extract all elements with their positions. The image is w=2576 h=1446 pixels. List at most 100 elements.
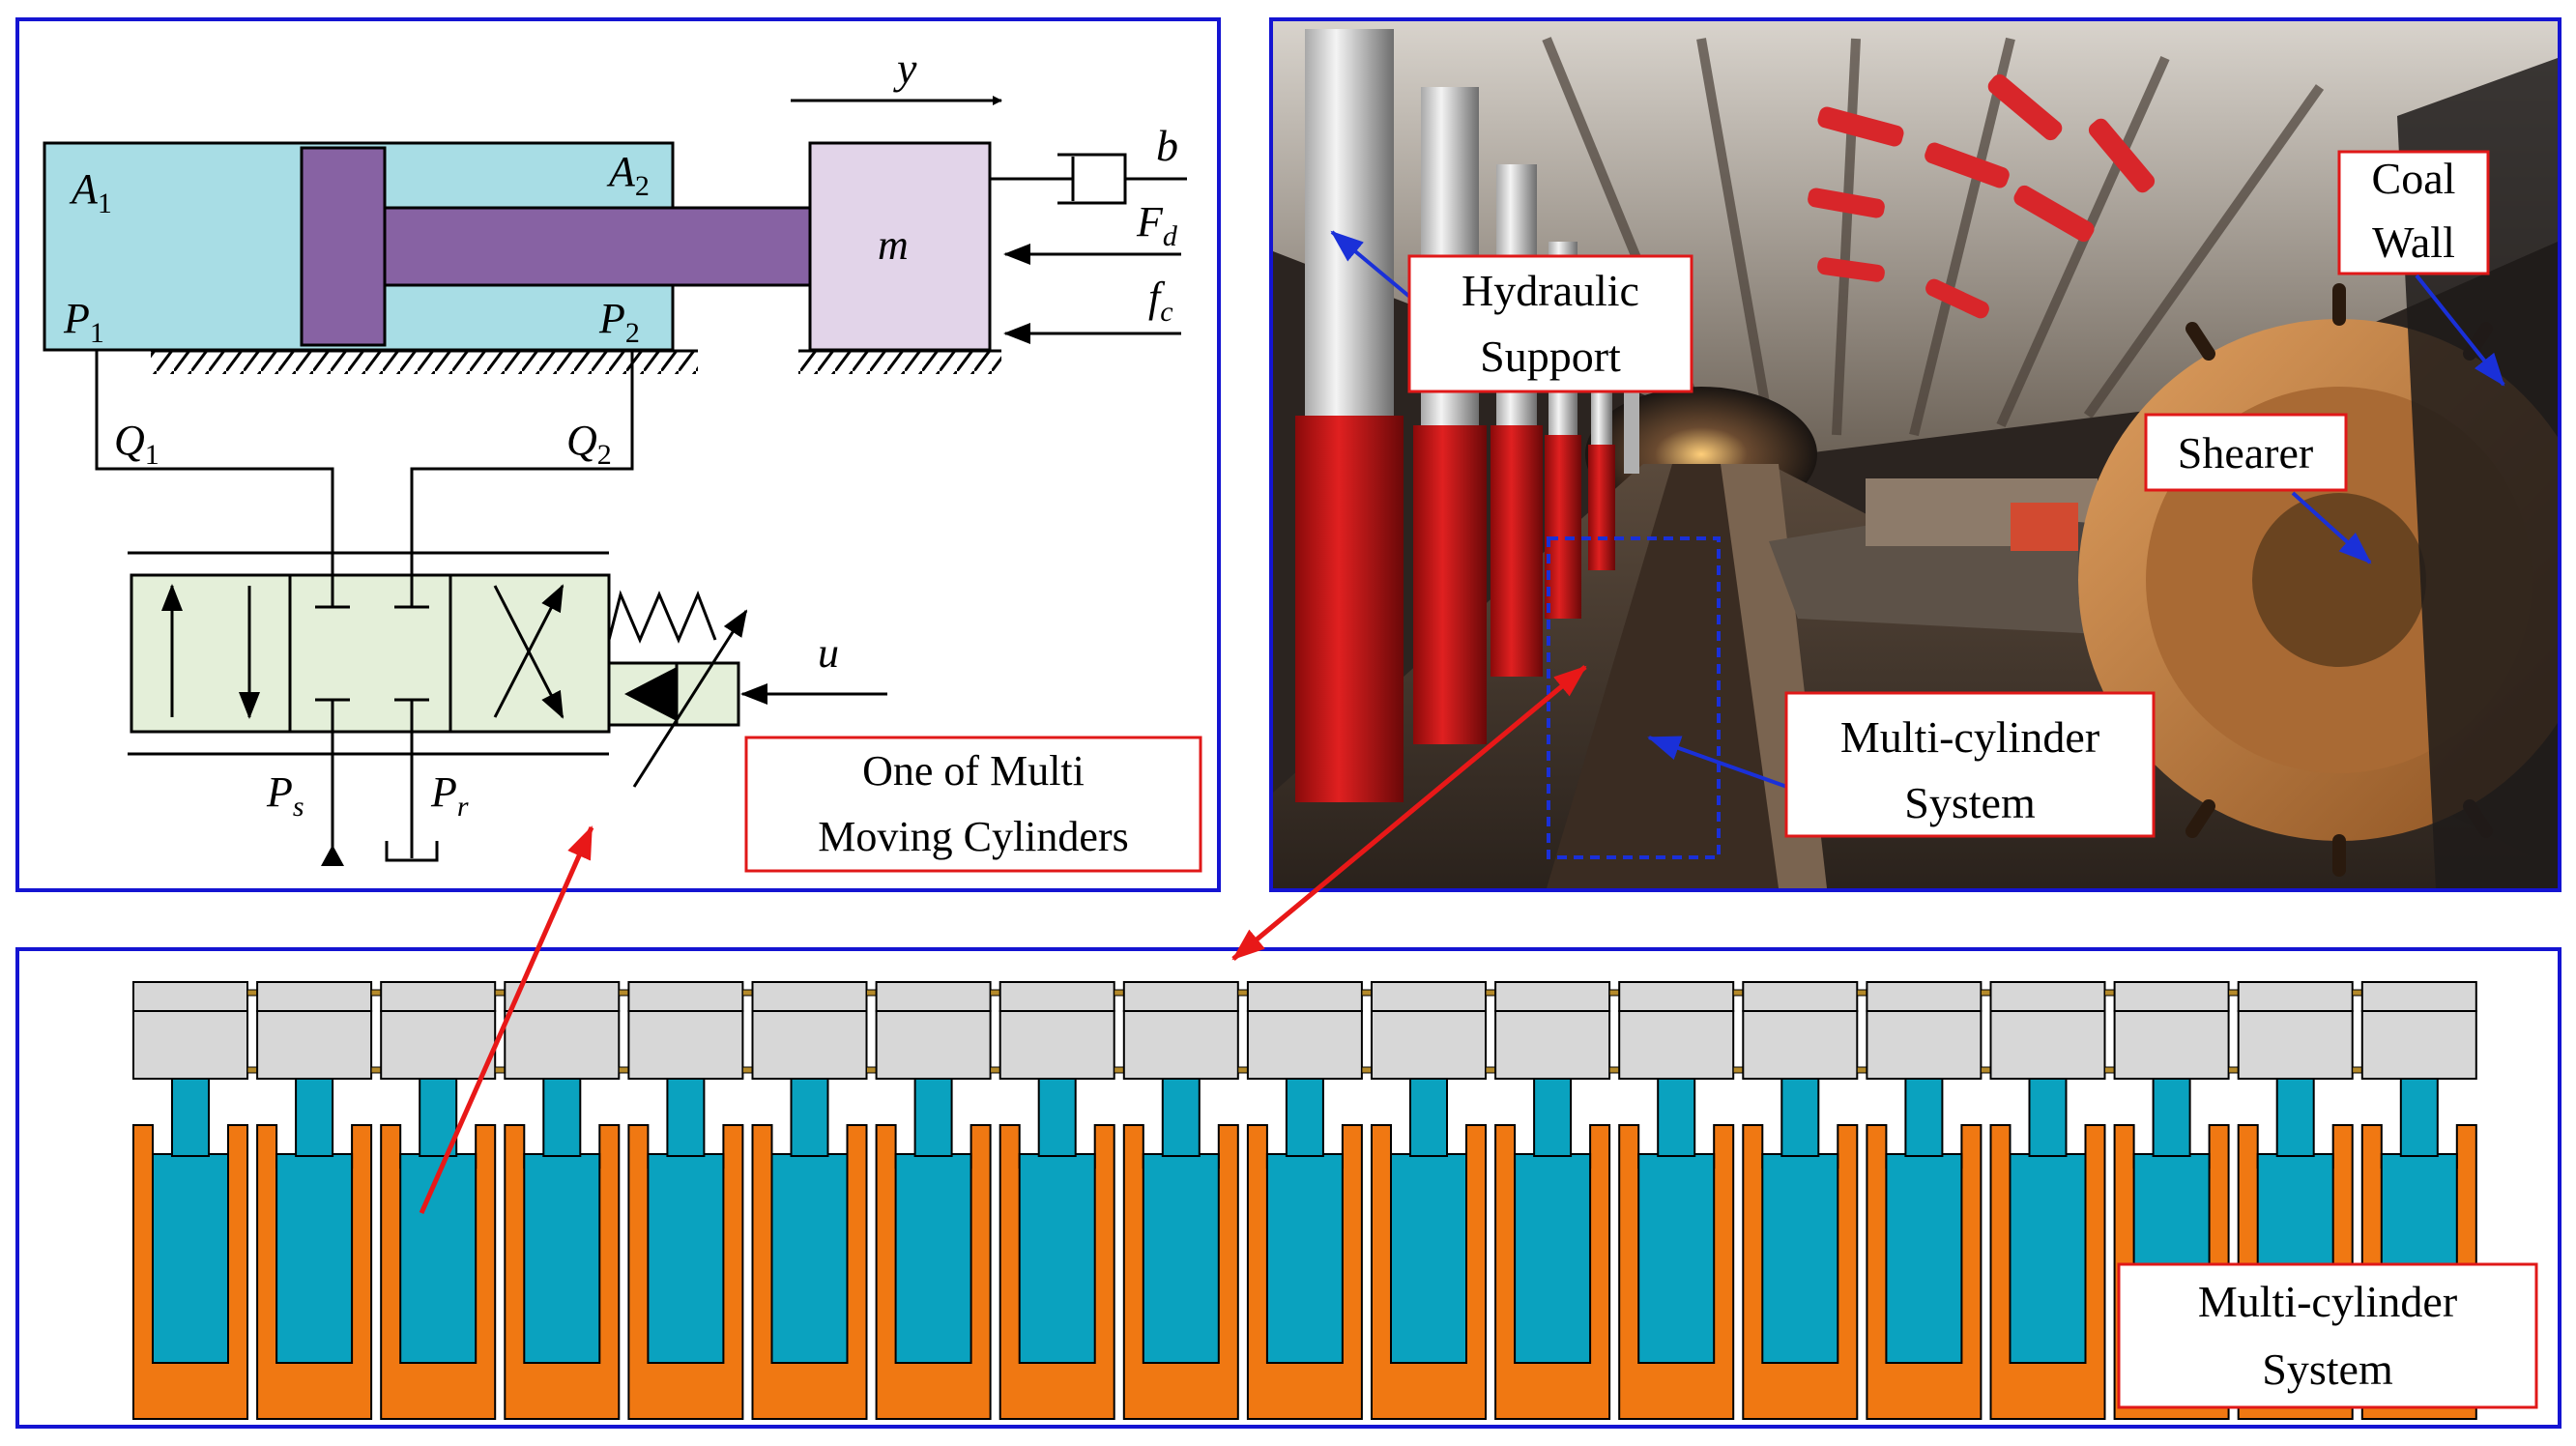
- coal-wall-label-box: [2337, 150, 2490, 275]
- shearer-label-box: [2144, 413, 2348, 492]
- Q1-label: Q1: [114, 417, 159, 471]
- cylinder-unit: [1742, 981, 1859, 1420]
- m-label: m: [878, 221, 909, 269]
- moving-cylinder-callout-line2: Moving Cylinders: [818, 813, 1128, 860]
- fc-label: fc: [1148, 274, 1173, 328]
- A1-label: A1: [69, 165, 112, 219]
- support-top-plate: [1371, 981, 1487, 1012]
- hydraulic-support-label-line2: Support: [1480, 332, 1621, 381]
- damper-symbol: [990, 153, 1187, 205]
- cylinder-barrel: [1390, 1153, 1467, 1364]
- support-link-bottom: [370, 1066, 382, 1074]
- support-link-bottom: [618, 1066, 629, 1074]
- support-link-bottom: [2104, 1066, 2116, 1074]
- support-top-plate: [2113, 981, 2230, 1012]
- support-top-plate: [256, 981, 373, 1012]
- support-link-top: [2228, 989, 2240, 997]
- mass-block: [808, 141, 992, 352]
- hydraulic-support-label-box: [1407, 254, 1693, 393]
- support-link-bottom: [494, 1066, 506, 1074]
- support-link-bottom: [1608, 1066, 1620, 1074]
- support-block: [380, 1010, 497, 1080]
- piston-rod: [383, 206, 812, 287]
- cylinder-barrel: [894, 1153, 972, 1364]
- cylinder-rod: [1409, 1078, 1448, 1157]
- cylinder-array: [132, 981, 2477, 1420]
- support-top-plate: [1866, 981, 1983, 1012]
- cylinder-unit: [1122, 981, 1239, 1420]
- support-top-plate: [1122, 981, 1239, 1012]
- support-link-top: [1856, 989, 1867, 997]
- support-top-plate: [751, 981, 868, 1012]
- support-link-top: [1980, 989, 1991, 997]
- support-link-bottom: [1114, 1066, 1125, 1074]
- support-link-bottom: [866, 1066, 878, 1074]
- support-link-bottom: [1485, 1066, 1496, 1074]
- cylinder-barrel: [1142, 1153, 1220, 1364]
- cylinder-rod: [542, 1078, 582, 1157]
- support-top-plate: [2237, 981, 2354, 1012]
- proportional-arrow: [632, 609, 748, 788]
- support-block: [132, 1010, 248, 1080]
- support-block: [1866, 1010, 1983, 1080]
- cylinder-barrel: [1885, 1153, 1963, 1364]
- support-link-bottom: [246, 1066, 258, 1074]
- support-block: [1618, 1010, 1735, 1080]
- support-link-top: [990, 989, 1001, 997]
- cylinder-unit: [1989, 981, 2106, 1420]
- support-link-top: [2104, 989, 2116, 997]
- support-block: [504, 1010, 621, 1080]
- cylinder-rod: [1780, 1078, 1820, 1157]
- cylinder-barrel: [1761, 1153, 1839, 1364]
- cylinder-unit: [875, 981, 992, 1420]
- mass-ground-hatch: [798, 351, 1001, 374]
- P1-label: P1: [63, 295, 104, 349]
- support-link-top: [494, 989, 506, 997]
- photo-multi-cylinder-arrow: [1647, 736, 1799, 793]
- photo-multi-cylinder-label-line2: System: [1904, 778, 2036, 827]
- valve-spring: [607, 590, 717, 644]
- cylinder-rod: [790, 1078, 829, 1157]
- support-link-top: [1485, 989, 1496, 997]
- u-label: u: [818, 629, 839, 677]
- cylinder-unit: [1494, 981, 1611, 1420]
- line-Q2: [410, 350, 634, 592]
- P2-label: P2: [598, 295, 640, 349]
- support-block: [751, 1010, 868, 1080]
- support-block: [2237, 1010, 2354, 1080]
- cylinder-unit: [751, 981, 868, 1420]
- Q2-label: Q2: [566, 417, 612, 471]
- valve-body: [130, 573, 611, 734]
- support-top-plate: [627, 981, 744, 1012]
- support-top-plate: [380, 981, 497, 1012]
- cylinder-barrel: [275, 1153, 354, 1364]
- support-top-plate: [999, 981, 1115, 1012]
- hydraulic-support-label-line1: Hydraulic: [1462, 266, 1639, 315]
- support-top-plate: [1618, 981, 1735, 1012]
- cylinder-unit: [256, 981, 373, 1420]
- cylinder-rod: [1533, 1078, 1573, 1157]
- photo-multi-cylinder-label-box: [1784, 691, 2156, 838]
- support-top-plate: [132, 981, 248, 1012]
- cylinder-barrel: [1637, 1153, 1716, 1364]
- cylinder-barrel: [152, 1153, 229, 1364]
- support-link-top: [1361, 989, 1373, 997]
- cylinder-barrel: [1514, 1153, 1592, 1364]
- cylinder-rod: [1037, 1078, 1077, 1157]
- cylinder-barrel: [770, 1153, 849, 1364]
- A2-label: A2: [606, 148, 650, 202]
- support-block: [1122, 1010, 1239, 1080]
- cylinder-rod: [1285, 1078, 1324, 1157]
- support-link-top: [246, 989, 258, 997]
- support-top-plate: [1494, 981, 1611, 1012]
- support-link-top: [1114, 989, 1125, 997]
- cylinder-rod: [1657, 1078, 1696, 1157]
- mine-photo-panel-border: [1269, 17, 2562, 892]
- cylinder-unit: [504, 981, 621, 1420]
- cylinder-ground-hatch: [151, 351, 698, 374]
- cylinder-rod: [2152, 1078, 2191, 1157]
- link-arrow-photo-to-array-tail: [1231, 665, 1587, 961]
- cylinder-array-panel-border: [15, 947, 2562, 1429]
- support-link-top: [1237, 989, 1249, 997]
